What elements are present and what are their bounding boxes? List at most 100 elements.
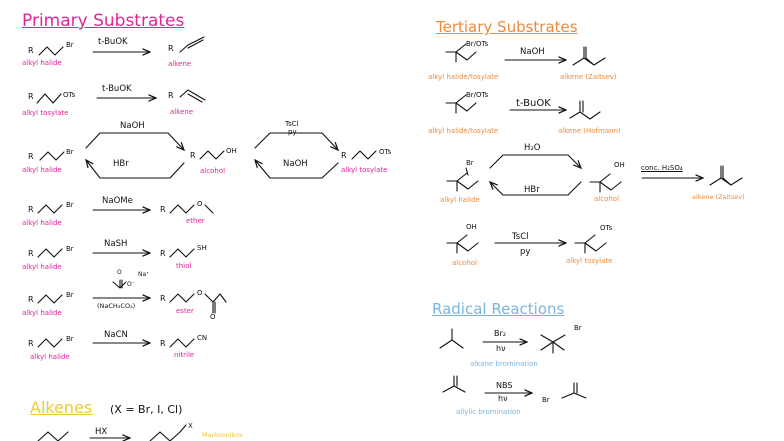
alkene-label: alkene [168, 60, 192, 68]
alkyl-halide-tosylate-label: alkyl halide/tosylate [428, 73, 499, 81]
alkyl-halide-label: alkyl halide [22, 219, 62, 227]
br-label: Br [66, 291, 74, 299]
alkyl-halide-label: alkyl halide [22, 309, 62, 317]
reagent-label: t-BuOK [516, 98, 551, 109]
reagent-label: NaSH [104, 239, 128, 249]
sodium-label: Na⁺ [138, 271, 150, 278]
allylic-bromination-label: allylic bromination [456, 408, 521, 416]
o-label: O [197, 200, 203, 208]
r-group-label: R [160, 205, 166, 214]
carbonyl-o-label: O [210, 313, 216, 321]
alcohol-label: alcohol [594, 195, 620, 203]
isobutane-skeleton [439, 328, 464, 349]
ester-skeleton [169, 293, 227, 314]
tert-butyl-bromide-skeleton [540, 334, 566, 354]
alkyl-halide-skeleton [37, 204, 63, 214]
reagent-label: conc. H₂SO₄ [641, 164, 683, 172]
alkene-label: alkene [170, 108, 194, 116]
br-label: Br [574, 324, 582, 332]
forward-arrow-h2o [489, 154, 581, 168]
alkyl-tosylate-skeleton [36, 93, 62, 104]
oh-label: OH [466, 223, 477, 231]
r-group-label: R [28, 152, 34, 161]
br-label: Br [542, 396, 550, 404]
tertiary-heading: Tertiary Substrates [436, 18, 578, 36]
br-label: Br [66, 335, 74, 343]
r-group-label: R [28, 339, 34, 348]
reagent-label: py [288, 128, 297, 136]
r-group-label: R [28, 205, 34, 214]
thiol-skeleton [169, 248, 195, 258]
tertiary-tosylate-skeleton [574, 234, 607, 254]
reagent-label: H₂O [524, 143, 541, 153]
markovnikov-product-skeleton [149, 424, 187, 441]
cn-label: CN [197, 334, 208, 342]
alkene-hofmann-label: alkene (Hofmann) [558, 127, 621, 135]
r-group-label: R [190, 151, 196, 160]
r-group-label: R [28, 46, 34, 55]
alkyl-halide-skeleton [37, 338, 63, 348]
br-label: Br [66, 41, 74, 49]
alkyl-halide-skeleton [38, 46, 64, 56]
isobutylene-skeleton [442, 375, 466, 393]
acetate-reagent [112, 279, 127, 289]
r-group-label: R [168, 91, 174, 100]
primary-heading: Primary Substrates [22, 11, 185, 31]
ether-label: ether [186, 217, 205, 225]
nitrile-label: nitrile [174, 351, 195, 359]
alkyl-halide-label: alkyl halide [22, 166, 62, 174]
ots-label: OTs [379, 148, 392, 156]
reagent-label: HBr [524, 185, 540, 195]
alkyl-halide-label: alkyl halide [22, 263, 62, 271]
alkenes-heading: Alkenes [30, 398, 93, 417]
acetate-o-label: O [117, 269, 122, 276]
back-arrow-naoh [255, 160, 339, 179]
reagent-label: hν [496, 344, 506, 353]
markovnikov-label: Markovnikov [202, 431, 243, 439]
oh-label: OH [226, 147, 237, 155]
reagent-label: TsCl [512, 232, 529, 242]
ots-label: OTs [600, 224, 613, 232]
solvent-label: (NaCH₃CO₂) [97, 302, 136, 310]
r-group-label: R [160, 294, 166, 303]
alkenes-note: (X = Br, I, Cl) [110, 403, 183, 416]
forward-arrow-naoh [85, 132, 184, 150]
reagent-label: Br₂ [494, 329, 506, 338]
reagent-label: NaOH [120, 121, 145, 131]
alkyl-halide-label: alkyl halide [440, 196, 480, 204]
br-label: Br [66, 148, 74, 156]
alkene-reactant-skeleton [37, 431, 69, 441]
alcohol-label: alcohol [452, 259, 478, 267]
br-ots-label: Br/OTs [466, 91, 489, 99]
x-label: X [188, 422, 193, 430]
alkyl-tosylate-label: alkyl tosylate [566, 257, 613, 265]
tertiary-halide-skeleton [446, 167, 479, 192]
reagent-label: NBS [496, 381, 513, 390]
alkane-bromination-label: alkane bromination [470, 360, 538, 368]
alkyl-halide-skeleton [37, 294, 63, 304]
r-group-label: R [28, 92, 34, 101]
br-label: Br [66, 245, 74, 253]
o-label: O [197, 289, 203, 297]
acetate-ominus-label: O⁻ [127, 281, 135, 288]
forward-arrow-tscl [254, 132, 338, 150]
ether-skeleton [169, 204, 214, 214]
ots-label: OTs [63, 91, 76, 99]
r-group-label: R [28, 295, 34, 304]
alkene-skeleton [179, 89, 206, 103]
br-label: Br [66, 201, 74, 209]
reagent-label: NaOH [520, 47, 545, 57]
reagent-label: t-BuOK [102, 84, 132, 94]
hofmann-alkene-skeleton [569, 100, 601, 120]
r-group-label: R [160, 249, 166, 258]
nitrile-skeleton [169, 338, 195, 348]
tertiary-alcohol-skeleton [589, 173, 622, 193]
alcohol-skeleton [199, 150, 225, 160]
reagent-label: hν [498, 394, 508, 403]
alkene-skeleton [179, 36, 205, 53]
reagent-label: py [520, 247, 531, 257]
ester-label: ester [176, 307, 194, 315]
reagent-label: NaOH [283, 159, 308, 169]
reagent-label: HBr [113, 159, 129, 169]
